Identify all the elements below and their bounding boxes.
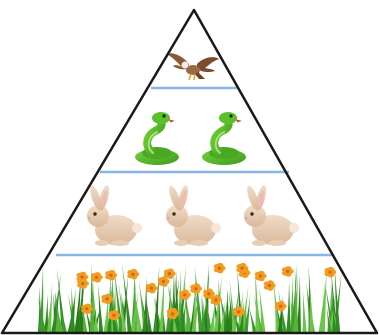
grass-blade xyxy=(175,269,179,333)
rabbit-icon xyxy=(87,184,142,246)
grass-blade xyxy=(302,289,306,333)
flower-icon xyxy=(164,269,176,280)
level-grass-flowers xyxy=(38,263,342,333)
rabbit-icon xyxy=(166,184,221,246)
level-snakes xyxy=(135,112,246,165)
flower-icon xyxy=(179,290,191,301)
grass-blade xyxy=(98,284,103,333)
flower-icon xyxy=(282,266,294,276)
flower-icon xyxy=(255,271,267,281)
flower-icon xyxy=(275,301,287,312)
flower-icon xyxy=(91,272,103,283)
snake-icon xyxy=(135,112,179,165)
grass-blade xyxy=(286,280,290,333)
hawk-icon xyxy=(167,53,219,80)
level-rabbits xyxy=(87,184,299,246)
rabbit-icon xyxy=(244,184,299,246)
flower-icon xyxy=(324,267,336,278)
flower-icon xyxy=(264,280,276,290)
level-hawk xyxy=(167,53,219,80)
flower-icon xyxy=(190,283,202,294)
grass-flowers-icon xyxy=(38,263,342,333)
flower-icon xyxy=(127,269,139,280)
flower-icon xyxy=(214,263,226,274)
snake-icon xyxy=(202,112,246,165)
flower-icon xyxy=(146,283,158,294)
